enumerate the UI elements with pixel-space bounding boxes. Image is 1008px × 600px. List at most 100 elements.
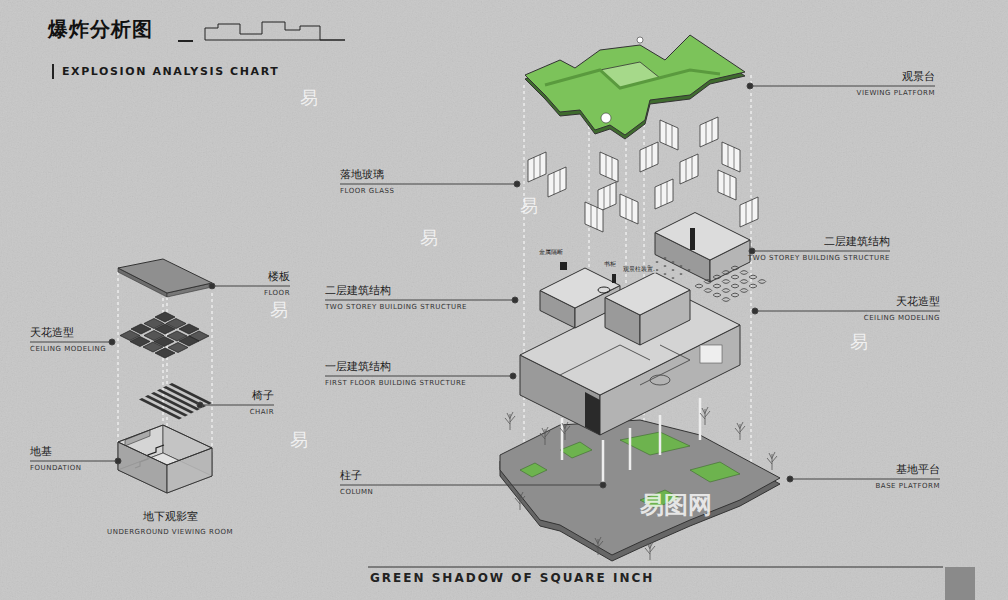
- trees-part: [593, 537, 603, 555]
- guide-lines-part: [212, 287, 213, 452]
- callout-label: 椅子: [252, 390, 274, 403]
- second-storey-structure-part: [612, 274, 616, 283]
- part-note: 观景柱装置.: [622, 266, 656, 273]
- leader-lines: [30, 83, 940, 488]
- columns-part: [629, 428, 632, 470]
- floor-glass: [528, 117, 758, 232]
- callout-label-en: BASE PLATFORM: [876, 482, 940, 490]
- chart-title: 爆炸分析图: [48, 18, 153, 41]
- watermark: 易: [270, 300, 288, 321]
- callout-label-en: CHAIR: [250, 408, 274, 416]
- callout-label-en: FIRST FLOOR BUILDING STRUCTURE: [325, 379, 466, 387]
- watermark: 易: [300, 88, 318, 109]
- callout-label: 二层建筑结构: [325, 285, 391, 298]
- ceiling-dots-part: [663, 265, 667, 267]
- first-floor-structure-part: [585, 392, 600, 435]
- ceiling-dots-part: [671, 261, 675, 263]
- left-chairs: [139, 383, 212, 420]
- second-storey-structure-part: [655, 213, 750, 261]
- leader-lines-part: [115, 458, 121, 464]
- callout-label-en: FLOOR: [264, 289, 290, 297]
- ceiling-dots-part: [679, 273, 683, 275]
- floor-glass-part: [718, 170, 736, 200]
- ceiling-grid-part: [712, 284, 722, 289]
- guide-lines-part: [524, 85, 525, 470]
- callout-label: 观景台: [902, 71, 935, 84]
- ceiling-dots-part: [663, 273, 667, 275]
- leader-lines-part: [212, 286, 290, 287]
- first-floor-structure-part: [560, 345, 650, 375]
- watermark: 易: [850, 332, 868, 353]
- leader-lines-part: [200, 405, 274, 406]
- callout-label-en: FOUNDATION: [30, 464, 82, 472]
- base-platform-part: [560, 442, 592, 458]
- floor-glass-part: [700, 117, 718, 147]
- guide-lines-part: [118, 272, 119, 445]
- left-floor-slab: [118, 259, 212, 297]
- first-floor-structure-part: [700, 345, 722, 363]
- callout-label: 天花造型: [896, 296, 940, 309]
- callout-label-en: CEILING MODELING: [864, 314, 940, 322]
- callout-label: 柱子: [340, 470, 362, 483]
- figure-title-en: UNDERGROUND VIEWING ROOM: [107, 528, 233, 536]
- ceiling-grid: [694, 266, 767, 303]
- ceiling-grid-part: [748, 275, 758, 280]
- part-note: 书柜: [603, 261, 617, 268]
- leader-lines-part: [512, 297, 518, 303]
- columns-part: [699, 398, 702, 440]
- watermark: 易: [420, 228, 438, 249]
- columns-part: [602, 440, 605, 482]
- callout-label-en: VIEWING PLATFORM: [857, 89, 935, 97]
- second-storey-structure: [540, 213, 750, 346]
- floor-glass-part: [640, 142, 658, 172]
- chart-subtitle: EXPLOSION ANALYSIS CHART: [62, 66, 279, 79]
- ceiling-grid-part: [721, 279, 731, 284]
- base-platform-part: [520, 463, 547, 477]
- second-storey-structure-part: [605, 273, 690, 316]
- left-foundation: [118, 425, 212, 493]
- callout-label-en: FLOOR GLASS: [340, 187, 394, 195]
- guide-lines-part: [751, 75, 752, 480]
- leader-lines-part: [755, 311, 940, 312]
- part-note: 金属隔断: [538, 249, 564, 256]
- header-decoration-part: [205, 40, 345, 41]
- figure-title: 地下观影室: [143, 511, 198, 524]
- callout-label-en: CEILING MODELING: [30, 345, 106, 353]
- footer-caption: GREEN SHADOW OF SQUARE INCH: [370, 572, 654, 586]
- ceiling-dots-part: [655, 261, 659, 263]
- ceiling-grid-part: [721, 288, 731, 293]
- ceiling-grid-part: [694, 284, 704, 289]
- floor-glass-part: [585, 202, 603, 232]
- left-chairs-part: [151, 392, 194, 414]
- ceiling-grid-part: [703, 288, 713, 293]
- second-storey-structure-part: [598, 287, 610, 293]
- header-decoration-part: [178, 40, 193, 42]
- second-storey-structure-part: [690, 228, 695, 250]
- watermark: 易: [520, 196, 538, 217]
- trees: [505, 407, 777, 560]
- ceiling-grid-part: [712, 293, 722, 298]
- header-decoration-part: [205, 22, 345, 40]
- floor-glass-part: [740, 197, 758, 227]
- second-storey-structure-part: [560, 262, 567, 270]
- ceiling-grid-part: [730, 293, 740, 298]
- leader-lines-part: [790, 479, 940, 480]
- ceiling-grid-part: [739, 279, 749, 284]
- floor-glass-part: [598, 182, 616, 212]
- header-decoration-part: [52, 64, 54, 79]
- callout-label: 天花造型: [30, 327, 74, 340]
- watermark: 易图网: [640, 492, 712, 520]
- viewing-platform-part: [601, 113, 611, 123]
- left-ceiling-tiles-part: [155, 348, 175, 358]
- ceiling-grid-part: [703, 279, 713, 284]
- leader-lines-part: [752, 251, 890, 252]
- floor-glass-part: [600, 152, 618, 182]
- callout-label-en: TWO STOREY BUILDING STRUCTURE: [325, 303, 467, 311]
- leader-lines-part: [750, 86, 935, 87]
- trees-part: [700, 407, 710, 425]
- floor-glass-part: [620, 194, 638, 224]
- left-foundation-part: [118, 442, 167, 493]
